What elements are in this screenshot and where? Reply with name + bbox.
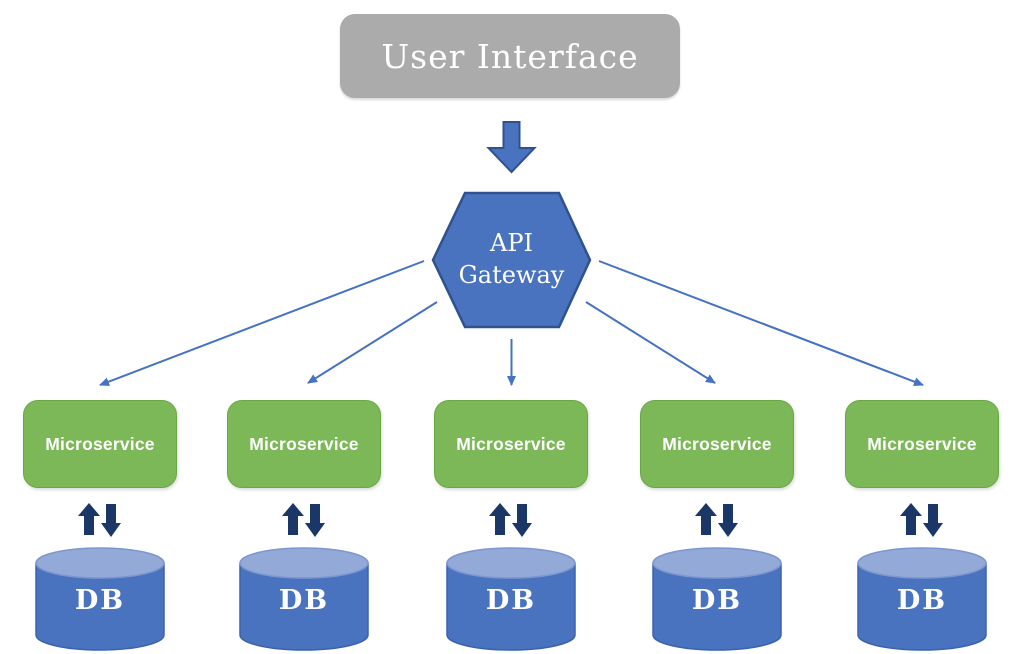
microservice-column-3: Microservice DB <box>434 400 588 654</box>
sync-arrows-icon <box>78 503 121 537</box>
microservice-node: Microservice <box>227 400 381 488</box>
database-cylinder <box>652 547 782 651</box>
gateway-to-microservice-2-arrow <box>307 301 438 384</box>
up-arrow-icon <box>489 503 511 535</box>
db-label: DB <box>691 584 743 616</box>
microservice-column-4: Microservice DB <box>640 400 794 654</box>
down-arrow-icon <box>512 504 532 537</box>
microservice-node: Microservice <box>434 400 588 488</box>
db-label: DB <box>485 584 537 616</box>
api-gateway-label-line2: Gateway <box>458 261 565 289</box>
down-arrow-icon <box>923 504 943 537</box>
db-label: DB <box>74 584 126 616</box>
down-arrow-icon <box>718 504 738 537</box>
user-interface-label: User Interface <box>381 36 639 76</box>
database-cylinder <box>857 547 987 651</box>
api-gateway-hexagon <box>431 191 592 329</box>
cylinder-body <box>239 563 369 651</box>
cylinder-body <box>857 563 987 651</box>
microservice-column-2: Microservice DB <box>227 400 381 654</box>
microservice-node: Microservice <box>640 400 794 488</box>
cylinder-body <box>446 563 576 651</box>
gateway-to-microservice-5-arrow <box>598 260 924 386</box>
down-block-arrow-icon <box>486 121 537 174</box>
cylinder-body <box>652 563 782 651</box>
api-gateway-label-line1: API <box>490 229 533 258</box>
database-cylinder <box>446 547 576 651</box>
cylinder-top <box>239 547 369 579</box>
microservice-label: Microservice <box>456 433 566 454</box>
cylinder-top <box>446 547 576 579</box>
cylinder-top <box>652 547 782 579</box>
microservice-label: Microservice <box>867 433 977 454</box>
sync-arrows-icon <box>900 503 943 537</box>
cylinder-body <box>35 563 165 651</box>
database-cylinder <box>35 547 165 651</box>
up-arrow-icon <box>695 503 717 535</box>
sync-arrows-icon <box>282 503 325 537</box>
down-arrow-icon <box>101 504 121 537</box>
db-label: DB <box>278 584 330 616</box>
microservice-column-5: Microservice DB <box>845 400 999 654</box>
down-arrow-icon <box>305 504 325 537</box>
cylinder-top <box>35 547 165 579</box>
microservice-label: Microservice <box>662 433 772 454</box>
microservice-node: Microservice <box>845 400 999 488</box>
user-interface-node: User Interface <box>340 14 680 98</box>
gateway-to-microservice-1-arrow <box>99 260 425 386</box>
api-gateway-label: API Gateway <box>433 196 590 324</box>
microservice-label: Microservice <box>45 433 155 454</box>
microservice-column-1: Microservice DB <box>23 400 177 654</box>
up-arrow-icon <box>78 503 100 535</box>
sync-arrows-icon <box>695 503 738 537</box>
cylinder-top <box>857 547 987 579</box>
up-arrow-icon <box>282 503 304 535</box>
sync-arrows-icon <box>489 503 532 537</box>
microservice-node: Microservice <box>23 400 177 488</box>
microservice-label: Microservice <box>249 433 359 454</box>
up-arrow-icon <box>900 503 922 535</box>
database-cylinder <box>239 547 369 651</box>
gateway-to-microservice-4-arrow <box>585 301 716 384</box>
db-label: DB <box>896 584 948 616</box>
